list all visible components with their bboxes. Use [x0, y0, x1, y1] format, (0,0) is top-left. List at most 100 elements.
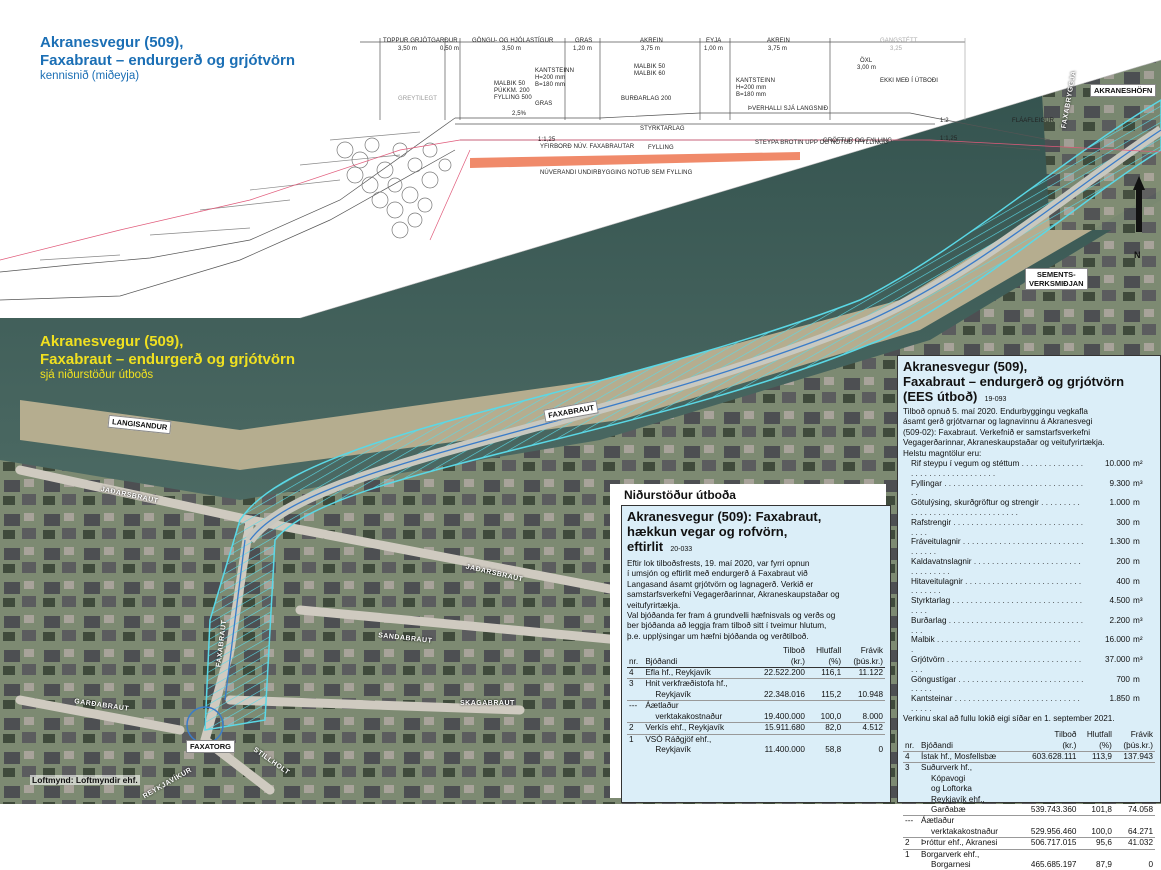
- quantity-value: 2.200: [1109, 615, 1131, 625]
- bid-diff: 4.512: [862, 723, 884, 733]
- box-description: Tilboð opnuð 5. maí 2020. Endurbyggingu …: [903, 407, 1155, 459]
- box-title-text: (EES útboð): [903, 389, 978, 404]
- section-note: 1:2: [940, 118, 949, 124]
- description-line: Vegagerðarinnar, Akraneskaupstaðar og ve…: [903, 438, 1105, 448]
- bid-amount: 603.628.111: [1032, 751, 1077, 761]
- bid-name-line: Reykjavík: [655, 689, 691, 699]
- section-note: KANTSTEINN: [535, 68, 575, 74]
- section-note: 1:1,25: [940, 136, 958, 142]
- quantity-unit: m: [1133, 537, 1140, 547]
- quantity-value: 300: [1116, 517, 1130, 527]
- map-label-sements: SEMENTS- VERKSMIÐJAN: [1025, 268, 1088, 290]
- quantity-unit: m³: [1133, 615, 1143, 625]
- bid-pct: 115,2: [821, 689, 842, 699]
- section-note: ÖXL: [860, 58, 873, 64]
- description-line: þ.e. upplýsingar um hæfni bjóðanda og ve…: [627, 631, 809, 641]
- map-title: Akranesvegur (509), Faxabraut – endurger…: [40, 333, 295, 381]
- section-note: STEYPA BROTIN UPP OG NOTUÐ Í FYLLINGU: [755, 140, 889, 146]
- col-header: Hlutfall: [816, 646, 842, 656]
- bid-diff: 11.122: [858, 668, 883, 678]
- quantity-value: 4.500: [1109, 596, 1131, 606]
- quantity-value: 1.000: [1109, 498, 1131, 508]
- bid-pct: 87,9: [1095, 860, 1112, 870]
- bid-amount: 506.717.015: [1030, 838, 1077, 848]
- col-header: nr.: [905, 740, 915, 750]
- bid-name-line: VSÓ Ráðgjöf ehf.,: [645, 734, 712, 744]
- section-note: GRAS: [535, 101, 553, 107]
- section-note: B=180 mm: [736, 92, 766, 98]
- quantity-row: Rafstrengir300m: [911, 518, 1155, 538]
- section-note: NÚVERANDI UNDIRBYGGING NOTUÐ SEM FYLLING: [540, 170, 693, 176]
- quantity-name: Malbik: [911, 635, 1084, 655]
- map-title-sub: sjá niðurstöður útboðs: [40, 369, 154, 381]
- quantity-name: Kantsteinar: [911, 694, 1084, 714]
- section-note: PÚKKM. 200: [494, 88, 530, 94]
- bid-nr: 2: [629, 723, 634, 733]
- section-note: FLÁAFLEIGUR: [1012, 118, 1055, 124]
- bid-nr: 4: [629, 668, 634, 678]
- quantity-unit: m²: [1133, 635, 1143, 645]
- quantity-value: 1.300: [1109, 537, 1131, 547]
- dim-label: GÖNGU- OG HJÓLASTÍGUR: [472, 38, 554, 44]
- description-line: Eftir lok tilboðsfrests, 19. maí 2020, v…: [627, 559, 810, 568]
- bid-nr: 4: [905, 751, 910, 761]
- quantity-name: Kaldavatnslagnir: [911, 557, 1084, 577]
- top-title-sub: kennisnið (miðeyja): [40, 70, 140, 82]
- quantity-unit: m²: [1133, 459, 1143, 469]
- bid-nr: ---: [905, 816, 914, 826]
- col-header: (þús.kr.): [1123, 740, 1153, 750]
- bid-diff: 0: [878, 744, 883, 754]
- section-note: MALBIK 50: [634, 64, 666, 70]
- section-note: ÞVERHALLI SJÁ LANGSNIÐ: [748, 106, 829, 112]
- bid-diff: 137.943: [1123, 751, 1153, 761]
- existing-ground-line: [0, 139, 1161, 261]
- bid-name-line: verktakakostnaður: [931, 826, 998, 836]
- description-line: ber bjóðanda að leggja fram tilboð sitt …: [627, 621, 827, 631]
- quantity-unit: m: [1133, 576, 1140, 586]
- bid-name-line: og Loftorka: [931, 784, 972, 794]
- bid-name: Hnit verkfræðistofa hf.,Reykjavík: [643, 679, 751, 701]
- north-arrow-icon: [1133, 176, 1145, 232]
- bid-name: Borgarverk ehf.,Borgarnesi: [919, 849, 1018, 870]
- dim-label: EYJA: [706, 38, 722, 44]
- bid-name-line: verktakakostnaður: [655, 711, 723, 721]
- description-line: veitufyrirtækja.: [627, 600, 681, 610]
- dim-label: 3,50 m: [398, 46, 417, 52]
- quantity-row: Kaldavatnslagnir200m: [911, 557, 1155, 577]
- bid-pct: 100,0: [820, 711, 842, 721]
- rock-armour: [336, 137, 452, 239]
- quantity-row: Hitaveitulagnir400m: [911, 577, 1155, 597]
- col-header: (kr.): [1062, 740, 1077, 750]
- top-title: Akranesvegur (509), Faxabraut – endurger…: [40, 34, 295, 82]
- bid-name: Efla hf., Reykjavík: [643, 668, 751, 679]
- description-line: Helstu magntölur eru:: [903, 448, 982, 458]
- bid-amount: 22.522.200: [763, 668, 805, 678]
- bid-nr: 2: [905, 838, 910, 848]
- quantity-name: Rafstrengir: [911, 518, 1084, 538]
- section-note: H=200 mm: [535, 75, 566, 81]
- dim-label: GANGSTÉTT: [880, 38, 918, 44]
- bid-box-20-033: Akranesvegur (509): Faxabraut, hækkun ve…: [621, 505, 891, 803]
- quantity-unit: m³: [1133, 596, 1143, 606]
- table-header: Tilboð Hlutfall Frávik: [627, 646, 885, 656]
- quantity-name: Götulýsing, skurðgröftur og strengir: [911, 498, 1084, 518]
- col-header: (%): [1099, 740, 1112, 750]
- bid-name-line: Reykjavík ehf.,: [931, 794, 985, 804]
- section-note: GRÖFTUR OG FYLLING: [823, 138, 893, 144]
- box-title-line2: hækkun vegar og rofvörn,: [627, 524, 788, 539]
- photo-credit: Loftmynd: Loftmyndir ehf.: [30, 775, 140, 785]
- section-note: KANTSTEINN: [736, 78, 776, 84]
- quantity-unit: m³: [1133, 654, 1143, 664]
- quantity-name: Göngustígar: [911, 675, 1084, 695]
- section-note: FYLLING: [648, 145, 674, 151]
- dim-label: AKREIN: [640, 38, 663, 44]
- col-header: (þús.kr.): [853, 656, 883, 666]
- bid-nr: 3: [629, 679, 634, 689]
- dim-label: 3,25: [890, 46, 903, 52]
